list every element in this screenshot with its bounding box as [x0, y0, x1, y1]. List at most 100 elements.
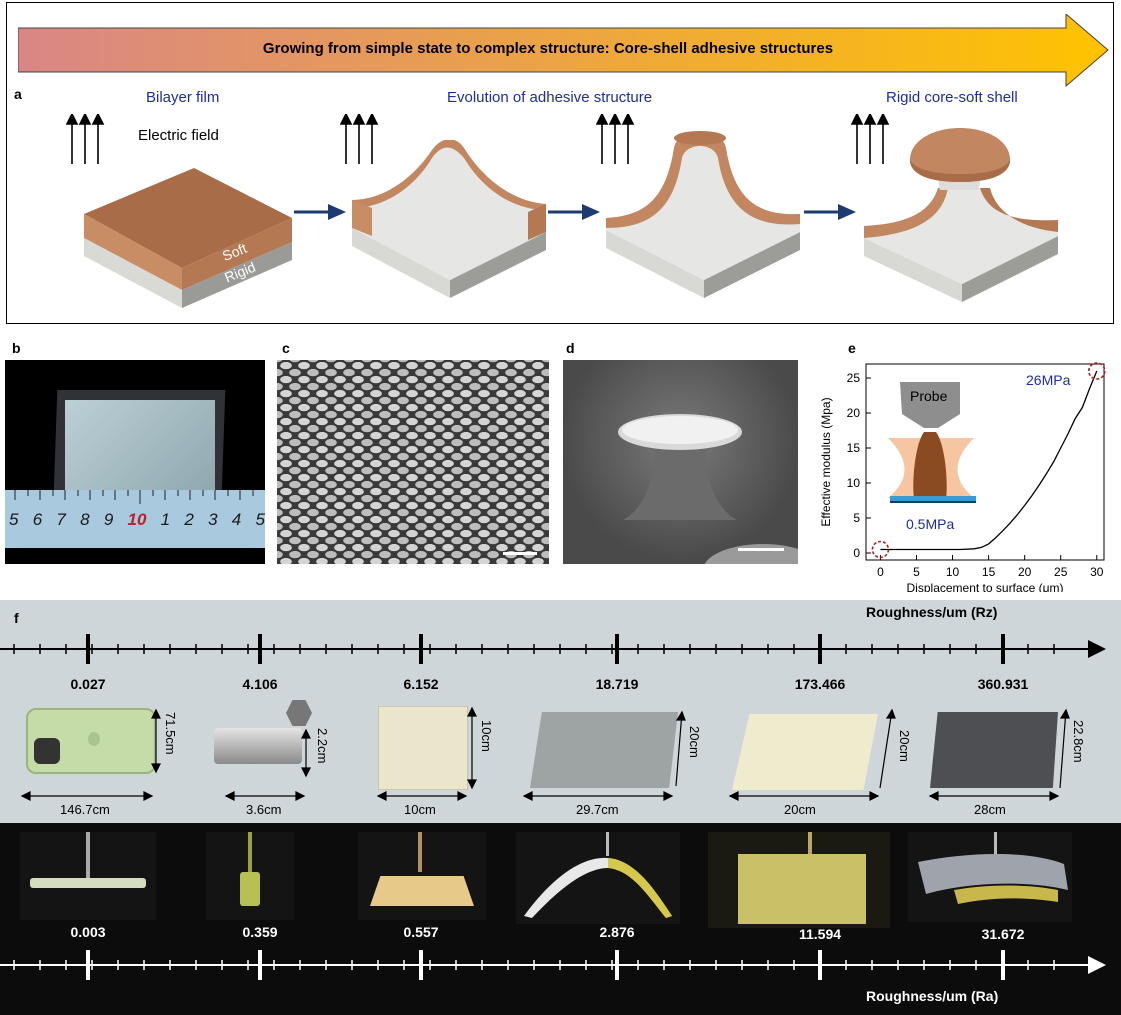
- inset-substrate: [890, 496, 976, 501]
- panel-a-frame: [6, 2, 1114, 324]
- ra-value: 31.672: [981, 926, 1025, 942]
- modulus-series-line: [880, 370, 1098, 551]
- field-arrows-icon: [66, 114, 105, 164]
- inset-substrate-base: [890, 501, 976, 503]
- x-tick-label: 20: [1018, 565, 1032, 579]
- ruler-number: 3: [208, 510, 218, 529]
- sem-single-pillar-image: [563, 360, 798, 564]
- ruler-number: 8: [80, 510, 90, 529]
- heading-core-shell: Rigid core-soft shell: [886, 89, 1018, 106]
- ra-value: 0.359: [242, 924, 278, 940]
- ruler-number: 10: [127, 510, 147, 529]
- rz-value: 18.719: [595, 676, 639, 692]
- rz-value: 6.152: [403, 676, 439, 692]
- panel-e-label: e: [848, 340, 856, 356]
- ra-value: 0.557: [403, 924, 439, 940]
- test-photo-grey-sheet: [516, 832, 680, 924]
- annotation-low: 0.5MPa: [906, 516, 955, 532]
- ra-value: 11.594: [798, 926, 842, 942]
- test-photo-ceramic: [358, 832, 486, 920]
- y-tick-label: 25: [847, 371, 861, 385]
- dim-width: 146.7cm: [60, 802, 110, 817]
- ruler-number: 2: [184, 510, 194, 529]
- cream-sheet-sample: [732, 714, 878, 790]
- test-photo-dark-sheet: [908, 832, 1072, 922]
- panel-c-label: c: [282, 340, 290, 356]
- bump-structure-stage-3: [606, 131, 800, 298]
- rz-value: 360.931: [977, 676, 1029, 692]
- x-tick-label: 5: [913, 565, 920, 579]
- field-arrows-icon: [596, 114, 635, 164]
- dim-height: 20cm: [897, 730, 912, 762]
- probe-label: Probe: [910, 388, 948, 404]
- dim-width: 28cm: [974, 802, 1006, 817]
- y-tick-label: 0: [853, 546, 860, 560]
- dim-width: 10cm: [404, 802, 436, 817]
- banner-title: Growing from simple state to complex str…: [262, 40, 834, 57]
- dim-height: 71.5cm: [163, 712, 178, 755]
- field-arrows-icon: [851, 114, 890, 164]
- rz-value: 4.106: [242, 676, 278, 692]
- panel-b-label: b: [12, 340, 21, 356]
- x-axis-label: Displacement to surface (μm): [907, 581, 1064, 592]
- plot-frame: [865, 363, 1105, 561]
- bump-structure-stage-2: [352, 140, 546, 298]
- dim-height: 22.8cm: [1071, 720, 1086, 763]
- dim-width: 3.6cm: [246, 802, 282, 817]
- scale-bar: [738, 548, 784, 551]
- dim-width: 29.7cm: [576, 802, 619, 817]
- banner-arrow: [18, 14, 1109, 88]
- panel-f-label: f: [14, 610, 19, 626]
- adhesive-film-photo: 5 6 7 8 9 10 1 2 3 4 5: [5, 360, 265, 564]
- heading-bilayer-film: Bilayer film: [146, 89, 220, 106]
- y-tick-label: 5: [853, 511, 860, 525]
- sem-array-image: [277, 360, 549, 564]
- pillar-shape: [618, 414, 798, 564]
- ruler-numbers: 5 6 7 8 9 10 1 2 3 4 5: [9, 510, 265, 530]
- rz-value: 173.466: [794, 676, 846, 692]
- rz-value: 0.027: [70, 676, 106, 692]
- y-axis-label: Effective modulus (Mpa): [819, 397, 833, 526]
- heading-evolution: Evolution of adhesive structure: [447, 89, 653, 106]
- process-arrow-icon: [294, 204, 346, 220]
- ruler-number: 5: [255, 510, 265, 529]
- ruler: [5, 490, 265, 548]
- ruler-number: 5: [9, 510, 19, 529]
- inset-core: [913, 432, 947, 498]
- scale-bar: [503, 552, 537, 555]
- metal-cylinder-sample: [214, 728, 302, 764]
- ruler-ticks: [14, 490, 254, 504]
- grey-sheet-sample: [530, 712, 678, 788]
- dim-width: 20cm: [784, 802, 816, 817]
- phone-sample: [26, 708, 156, 774]
- ceramic-sample: [378, 706, 468, 790]
- electric-field-label: Electric field: [138, 127, 219, 144]
- dim-height: 2.2cm: [315, 728, 330, 764]
- low-point-marker: [871, 540, 890, 559]
- high-point-marker: [1087, 362, 1106, 380]
- process-arrow-icon: [548, 204, 600, 220]
- dimension-arrows: [20, 706, 1070, 801]
- x-tick-label: 25: [1054, 565, 1068, 579]
- field-arrows-icon: [340, 114, 379, 164]
- bilayer-block: [84, 168, 292, 308]
- panel-d-label: d: [566, 340, 575, 356]
- annotation-high: 26MPa: [1026, 372, 1071, 388]
- panel-a-label: a: [14, 86, 22, 102]
- hex-nut-sample: [286, 700, 312, 726]
- test-photo-phone: [20, 832, 156, 920]
- rz-axis-title: Roughness/um (Rz): [866, 604, 998, 620]
- dim-height: 10cm: [479, 720, 494, 752]
- ruler-number: 4: [231, 510, 242, 529]
- dark-sheet-sample: [930, 712, 1058, 788]
- ra-value: 0.003: [70, 924, 106, 940]
- rz-axis: [0, 634, 1106, 664]
- test-photo-cylinder: [206, 832, 294, 920]
- inset-probe: [900, 382, 960, 428]
- x-tick-label: 0: [877, 565, 884, 579]
- y-tick-label: 15: [847, 441, 861, 455]
- x-tick-label: 15: [982, 565, 996, 579]
- x-tick-label: 10: [946, 565, 960, 579]
- mushroom-structure: [864, 128, 1058, 302]
